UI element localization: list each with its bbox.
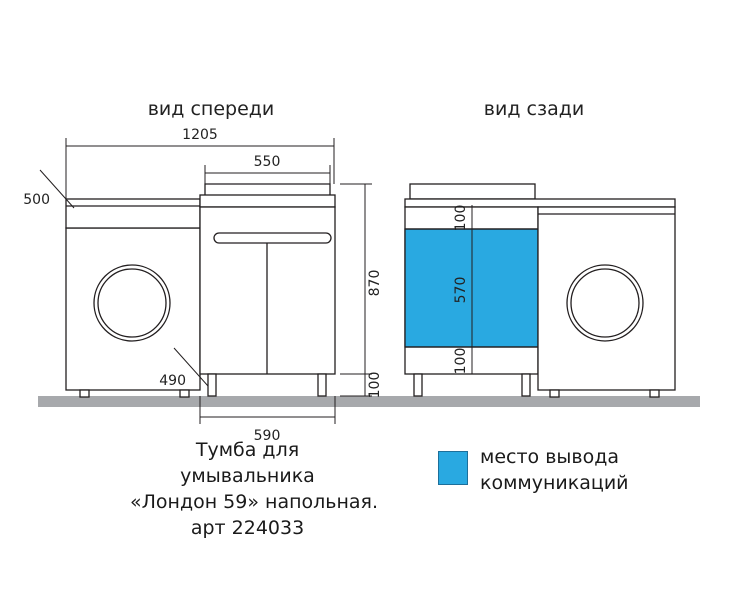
dim-back-top-zone: 100: [453, 205, 469, 232]
front-dimension-lines: [39, 138, 372, 424]
front-washer-foot-right: [179, 389, 190, 398]
caption-line-3: «Лондон 59» напольная.: [130, 491, 379, 513]
legend-line-2: коммуникаций: [480, 472, 629, 494]
legend-line-1: место вывода: [480, 446, 620, 468]
dim-worktop-depth: 500: [23, 192, 50, 208]
front-worktop: [65, 198, 201, 229]
dim-cabinet-depth: 490: [159, 373, 186, 389]
back-worktop: [404, 198, 676, 208]
caption-line-1: Тумба для: [195, 439, 300, 461]
front-cabinet-leg-left: [207, 373, 217, 397]
back-dimension-lines: [465, 205, 479, 375]
floor-line: [38, 396, 700, 407]
front-sink-bowl: [199, 194, 336, 208]
back-washer-foot-left: [549, 389, 560, 398]
caption-line-2: умывальника: [180, 465, 315, 487]
front-washer-door-inner: [97, 268, 167, 338]
dim-total-width: 1205: [182, 127, 218, 143]
dim-sink-width: 550: [254, 154, 281, 170]
back-sink: [409, 183, 536, 200]
front-washer-foot-left: [79, 389, 90, 398]
back-view: [404, 183, 676, 398]
back-cabinet-leg-left: [413, 373, 423, 397]
back-cabinet-leg-right: [521, 373, 531, 397]
dim-height: 870: [367, 270, 383, 297]
legend-swatch: [438, 451, 468, 485]
product-caption: Тумба для умывальника «Лондон 59» наполь…: [130, 437, 379, 541]
front-cabinet-leg-right: [317, 373, 327, 397]
front-view-label: вид спереди: [148, 98, 275, 120]
back-washer-foot-right: [649, 389, 660, 398]
dim-back-comm-zone: 570: [453, 277, 469, 304]
legend-text: место вывода коммуникаций: [480, 444, 629, 496]
front-view: [65, 183, 336, 398]
dim-back-bottom-zone: 100: [453, 348, 469, 375]
dim-legs-height: 100: [367, 372, 383, 399]
back-view-label: вид сзади: [484, 98, 584, 120]
back-washer-door-inner: [570, 268, 640, 338]
front-cabinet-handle: [213, 232, 332, 244]
dim-cabinet-width: 590: [254, 428, 281, 444]
caption-line-4: арт 224033: [190, 517, 305, 539]
